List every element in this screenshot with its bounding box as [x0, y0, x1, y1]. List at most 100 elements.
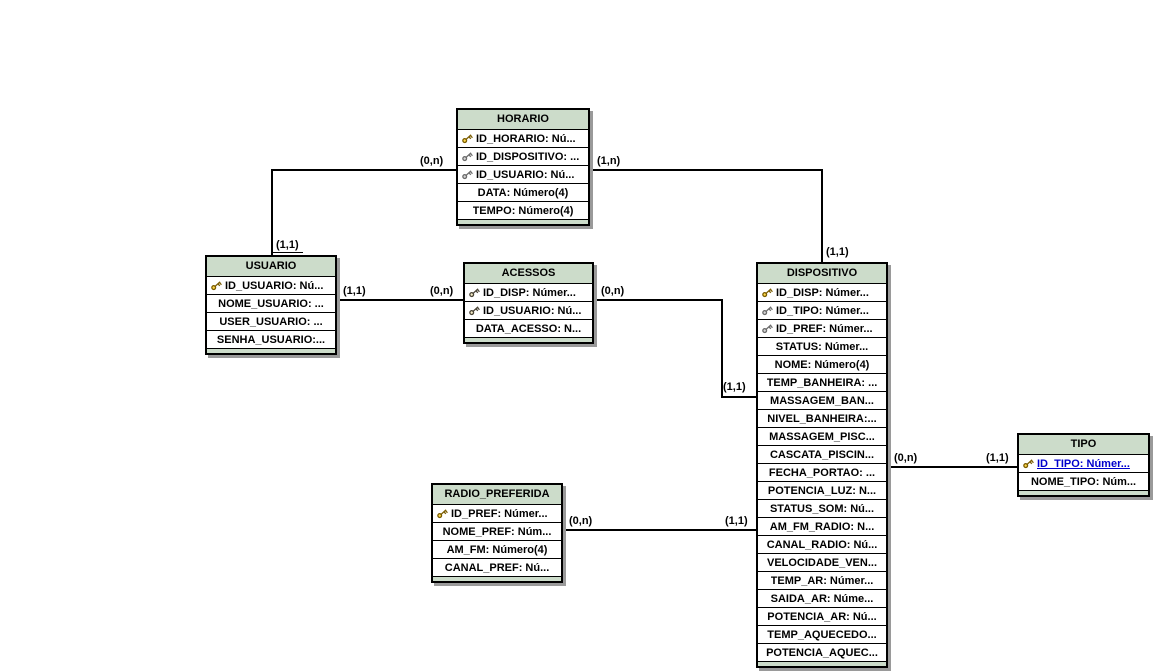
attribute-row[interactable]: ID_PREF: Númer... [758, 320, 886, 338]
attribute-row[interactable]: TEMP_BANHEIRA: ... [758, 374, 886, 392]
entity-title[interactable]: USUARIO [207, 257, 335, 277]
primary-key-icon [460, 132, 474, 145]
attribute-row[interactable]: AM_FM: Número(4) [433, 541, 561, 559]
attribute-label: CASCATA_PISCIN... [769, 448, 875, 461]
attribute-row[interactable]: USER_USUARIO: ... [207, 313, 335, 331]
attribute-row[interactable]: NOME_TIPO: Núm... [1019, 473, 1148, 491]
primary-key-icon [209, 279, 223, 292]
relationship-line[interactable] [590, 169, 822, 171]
attribute-row[interactable]: ID_PREF: Númer... [433, 505, 561, 523]
attribute-label: VELOCIDADE_VEN... [766, 556, 878, 569]
attribute-row[interactable]: NOME: Número(4) [758, 356, 886, 374]
attribute-row[interactable]: ID_TIPO: Númer... [1019, 455, 1148, 473]
entity-title[interactable]: TIPO [1019, 435, 1148, 455]
attribute-row[interactable]: ID_DISP: Númer... [465, 284, 592, 302]
attribute-label: POTENCIA_AR: Nú... [767, 610, 877, 623]
primary-foreign-key-icon [467, 304, 481, 317]
attribute-row[interactable]: DATA_ACESSO: N... [465, 320, 592, 338]
attribute-row[interactable]: NOME_USUARIO: ... [207, 295, 335, 313]
attribute-label: CANAL_RADIO: Nú... [766, 538, 878, 551]
entity-dispositivo[interactable]: DISPOSITIVO ID_DISP: Númer... ID_TIPO: N… [756, 262, 888, 668]
attribute-row[interactable]: POTENCIA_LUZ: N... [758, 482, 886, 500]
primary-key-icon [435, 507, 449, 520]
attribute-label: CANAL_PREF: Nú... [444, 561, 550, 574]
attribute-row[interactable]: ID_TIPO: Númer... [758, 302, 886, 320]
relationship-line[interactable] [721, 299, 723, 397]
attribute-row[interactable]: MASSAGEM_PISC... [758, 428, 886, 446]
relationship-line[interactable] [594, 299, 722, 301]
primary-foreign-key-icon [467, 286, 481, 299]
attribute-label: ID_DISP: Númer... [776, 286, 869, 299]
attribute-label: NOME_PREF: Núm... [442, 525, 552, 538]
primary-key-icon [1021, 457, 1035, 470]
entity-tipo[interactable]: TIPO ID_TIPO: Númer... NOME_TIPO: Núm... [1017, 433, 1150, 497]
relationship-line[interactable] [721, 396, 756, 398]
attribute-row[interactable]: ID_HORARIO: Nú... [458, 130, 588, 148]
attribute-label: ID_PREF: Númer... [776, 322, 873, 335]
entity-title[interactable]: ACESSOS [465, 264, 592, 284]
entity-horario[interactable]: HORARIO ID_HORARIO: Nú... ID_DISPOSITIVO… [456, 108, 590, 226]
attribute-row[interactable]: POTENCIA_AQUEC... [758, 644, 886, 662]
attribute-label: USER_USUARIO: ... [219, 315, 323, 328]
attribute-row[interactable]: ID_DISP: Númer... [758, 284, 886, 302]
attribute-row[interactable]: TEMPO: Número(4) [458, 202, 588, 220]
entity-title[interactable]: DISPOSITIVO [758, 264, 886, 284]
cardinality-label: (1,1) [276, 239, 299, 251]
attribute-label: NOME: Número(4) [774, 358, 870, 371]
attribute-row[interactable]: CASCATA_PISCIN... [758, 446, 886, 464]
attribute-row[interactable]: TEMP_AQUECEDO... [758, 626, 886, 644]
attribute-row[interactable]: ID_USUARIO: Nú... [458, 166, 588, 184]
entity-footer [1019, 491, 1148, 495]
attribute-label: MASSAGEM_BAN... [770, 394, 874, 407]
attribute-row[interactable]: STATUS: Númer... [758, 338, 886, 356]
cardinality-label: (1,1) [343, 285, 366, 297]
attribute-label: ID_DISPOSITIVO: ... [476, 150, 580, 163]
cardinality-label: (0,n) [894, 452, 918, 464]
attribute-label: ID_TIPO: Númer... [1037, 457, 1130, 470]
attribute-row[interactable]: SENHA_USUARIO:... [207, 331, 335, 349]
entity-usuario[interactable]: USUARIO ID_USUARIO: Nú... NOME_USUARIO: … [205, 255, 337, 355]
attribute-row[interactable]: DATA: Número(4) [458, 184, 588, 202]
primary-key-icon [760, 286, 774, 299]
attribute-label: ID_PREF: Númer... [451, 507, 548, 520]
cardinality-label: (0,n) [601, 285, 625, 297]
attribute-row[interactable]: MASSAGEM_BAN... [758, 392, 886, 410]
attribute-row[interactable]: VELOCIDADE_VEN... [758, 554, 886, 572]
attribute-row[interactable]: STATUS_SOM: Nú... [758, 500, 886, 518]
relationship-line[interactable] [563, 529, 756, 531]
attribute-row[interactable]: TEMP_AR: Númer... [758, 572, 886, 590]
relationship-line[interactable] [337, 299, 463, 301]
attribute-row[interactable]: SAIDA_AR: Núme... [758, 590, 886, 608]
attribute-row[interactable]: CANAL_PREF: Nú... [433, 559, 561, 577]
entity-title[interactable]: HORARIO [458, 110, 588, 130]
attribute-label: SENHA_USUARIO:... [216, 333, 326, 346]
attribute-row[interactable]: NOME_PREF: Núm... [433, 523, 561, 541]
foreign-key-icon [760, 304, 774, 317]
attribute-row[interactable]: POTENCIA_AR: Nú... [758, 608, 886, 626]
attribute-label: NOME_TIPO: Núm... [1030, 475, 1137, 488]
attribute-row[interactable]: NIVEL_BANHEIRA:... [758, 410, 886, 428]
attribute-row[interactable]: ID_USUARIO: Nú... [465, 302, 592, 320]
entity-radio-preferida[interactable]: RADIO_PREFERIDA ID_PREF: Númer... NOME_P… [431, 483, 563, 583]
attribute-label: TEMP_BANHEIRA: ... [766, 376, 878, 389]
attribute-label: STATUS: Númer... [775, 340, 869, 353]
relationship-line[interactable] [821, 169, 823, 262]
attribute-row[interactable]: ID_DISPOSITIVO: ... [458, 148, 588, 166]
cardinality-label: (1,1) [986, 452, 1009, 464]
relationship-line[interactable] [271, 169, 273, 255]
attribute-label: NOME_USUARIO: ... [218, 297, 324, 310]
entity-footer [758, 662, 886, 666]
relationship-line[interactable] [888, 466, 1017, 468]
entity-title[interactable]: RADIO_PREFERIDA [433, 485, 561, 505]
entity-acessos[interactable]: ACESSOS ID_DISP: Númer... ID_USUARIO: Nú… [463, 262, 594, 344]
attribute-label: STATUS_SOM: Nú... [769, 502, 875, 515]
attribute-row[interactable]: AM_FM_RADIO: N... [758, 518, 886, 536]
attribute-row[interactable]: ID_USUARIO: Nú... [207, 277, 335, 295]
cardinality-label: (1,1) [723, 381, 746, 393]
attribute-label: AM_FM: Número(4) [446, 543, 548, 556]
attribute-row[interactable]: CANAL_RADIO: Nú... [758, 536, 886, 554]
relationship-line[interactable] [272, 169, 456, 171]
attribute-row[interactable]: FECHA_PORTAO: ... [758, 464, 886, 482]
cardinality-label: (1,1) [725, 515, 748, 527]
entity-footer [433, 577, 561, 581]
